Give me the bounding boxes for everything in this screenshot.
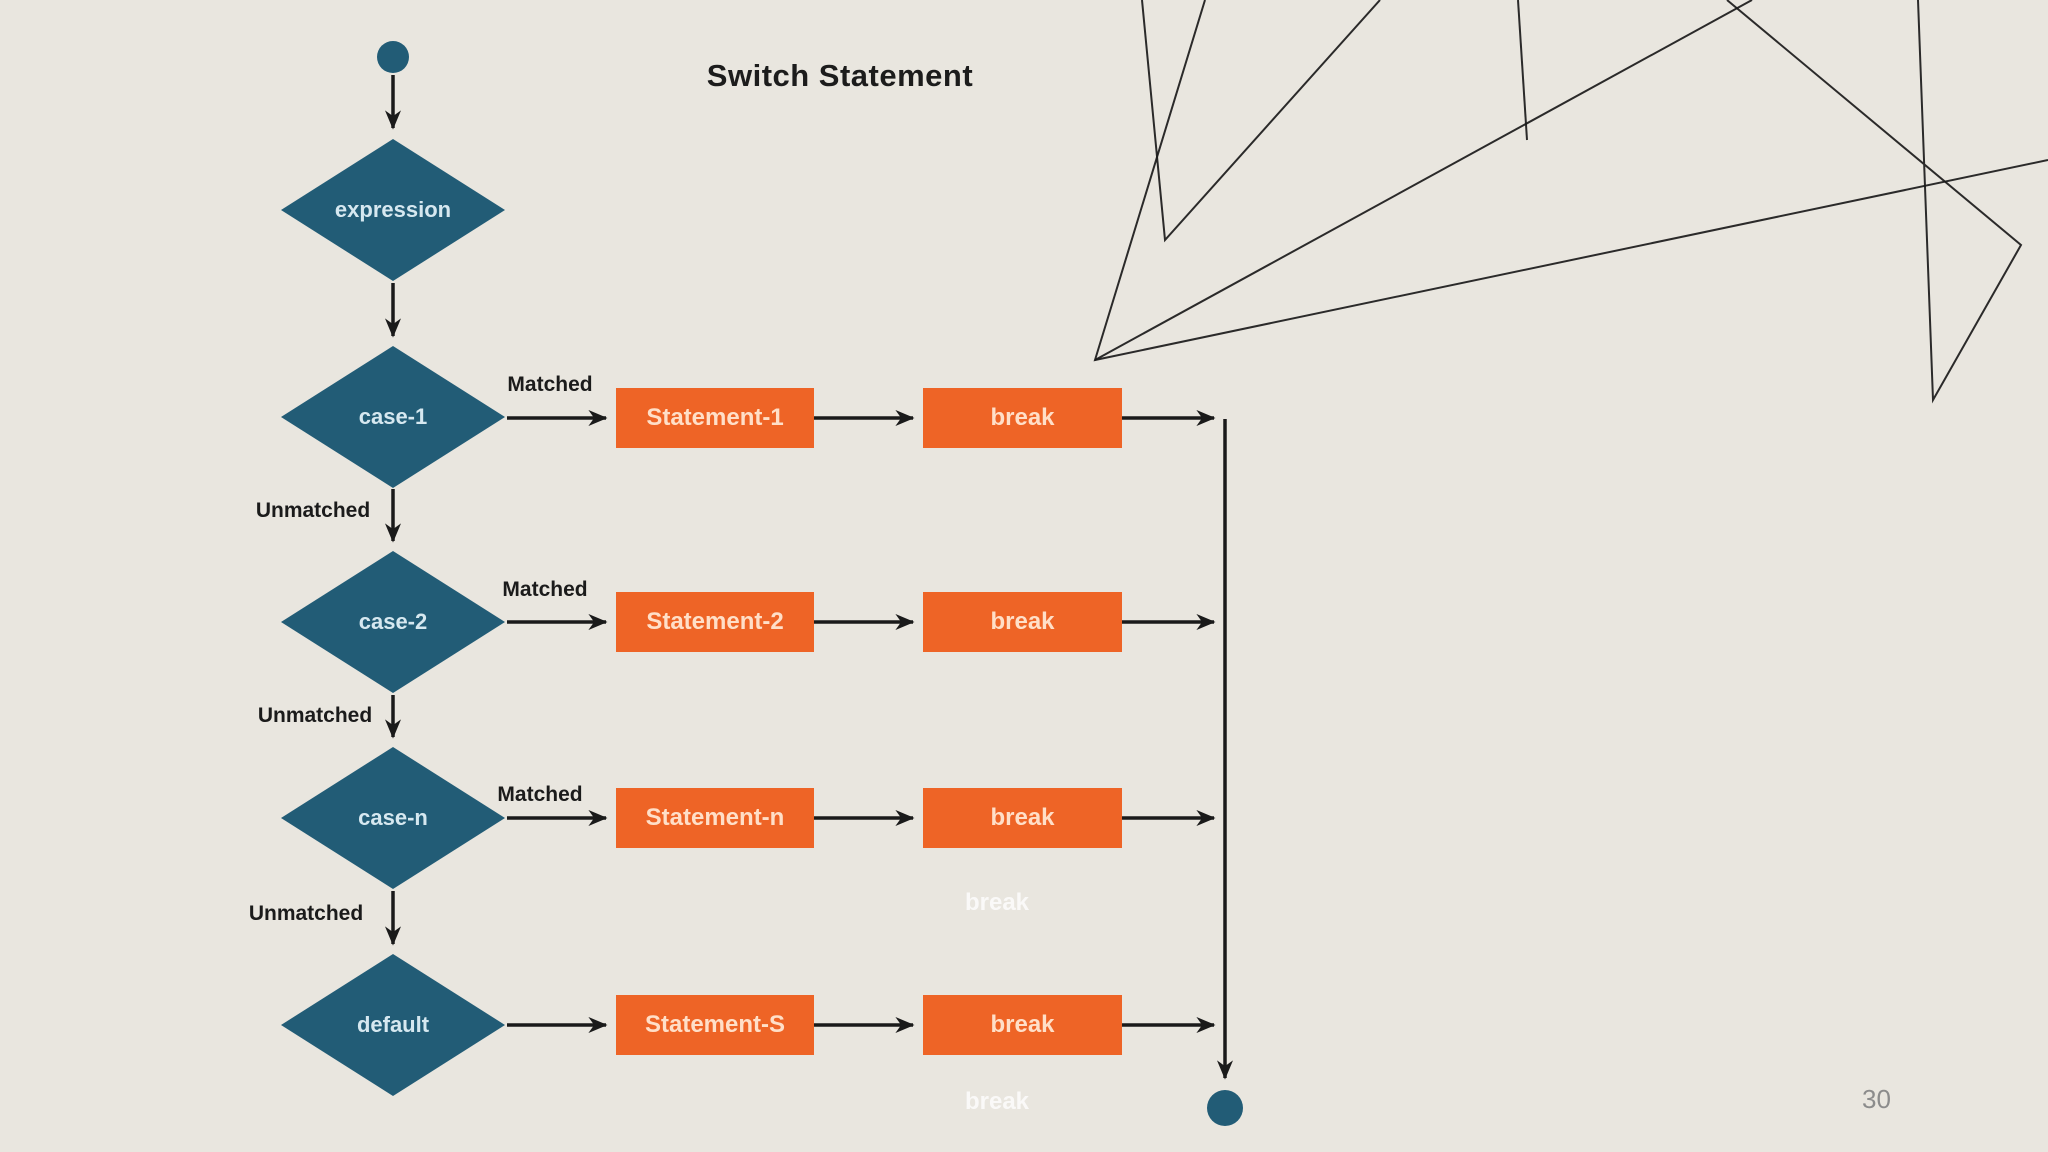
- page-number: 30: [1862, 1084, 1891, 1114]
- decorative-line: [1517, 0, 1528, 141]
- decorative-line: [1094, 0, 1753, 361]
- unmatched-label-2: Unmatched: [257, 704, 373, 727]
- unmatched-label-1: Unmatched: [255, 499, 371, 522]
- statement-2-box: Statement-2: [616, 592, 814, 652]
- unmatched-label-n: Unmatched: [248, 902, 364, 925]
- matched-label-2: Matched: [502, 578, 588, 601]
- decision-label: case-2: [358, 609, 428, 634]
- matched-label-n: Matched: [497, 783, 583, 806]
- matched-label-1: Matched: [507, 373, 593, 396]
- decorative-line: [1141, 0, 1381, 243]
- ghost-break-label-1: break: [964, 889, 1030, 916]
- decorative-line-art: [1093, 0, 2048, 404]
- statement-n-box: Statement-n: [616, 788, 814, 848]
- ghost-break-label-2: break: [964, 1088, 1030, 1115]
- decorative-line: [1093, 0, 2048, 362]
- decision-label: expression: [334, 197, 452, 222]
- flow-arrows: [384, 75, 1234, 1080]
- break-s-box: break: [923, 995, 1122, 1055]
- start-node: [377, 41, 409, 73]
- break-n-box: break: [923, 788, 1122, 848]
- end-node: [1207, 1090, 1243, 1126]
- break-1-box: break: [923, 388, 1122, 448]
- decision-label: default: [356, 1012, 430, 1037]
- decision-label: case-1: [358, 404, 428, 429]
- statement-s-box: Statement-S: [616, 995, 814, 1055]
- decision-label: case-n: [358, 805, 428, 830]
- break-2-box: break: [923, 592, 1122, 652]
- decorative-line: [1726, 0, 2023, 404]
- statement-1-box: Statement-1: [616, 388, 814, 448]
- slide-title: Switch Statement: [706, 58, 974, 93]
